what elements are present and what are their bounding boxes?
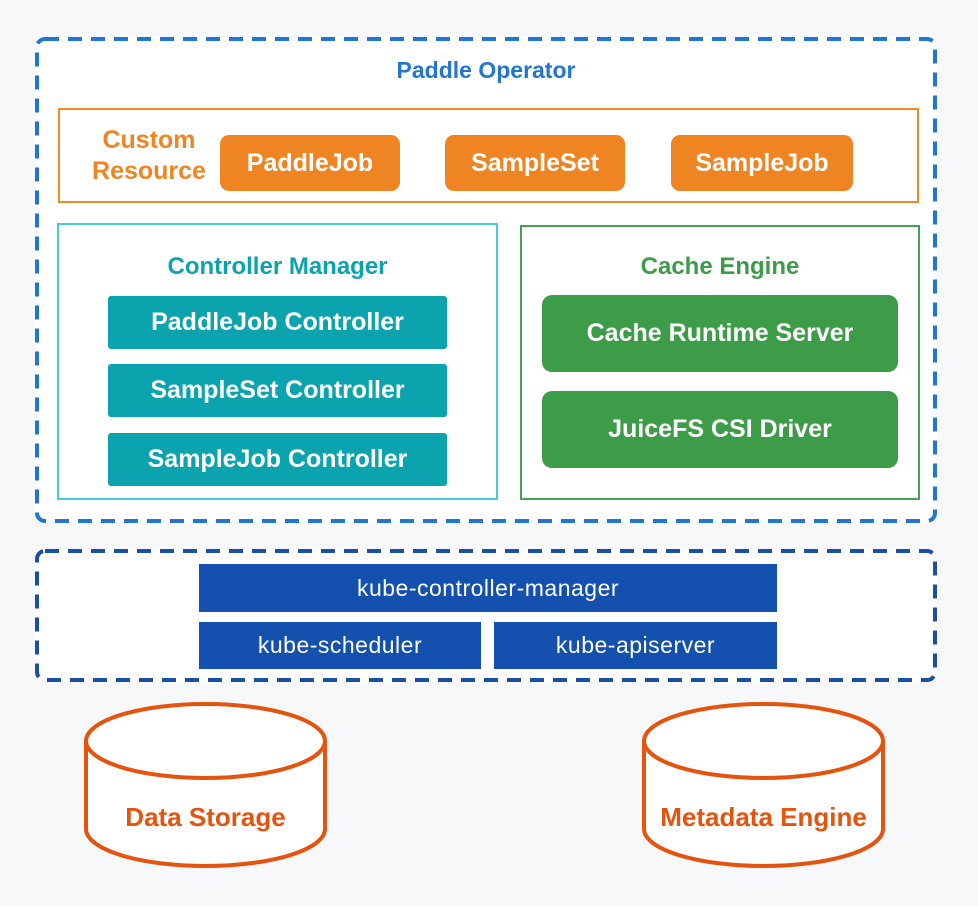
metadata-engine-label: Metadata Engine [660,802,867,832]
paddlejob-controller-node: PaddleJob Controller [108,296,447,349]
cache-runtime-server-node: Cache Runtime Server [542,295,898,372]
data-storage-cylinder: Data Storage [82,700,329,872]
sampleset-controller-node: SampleSet Controller [108,364,447,417]
samplejob-node: SampleJob [671,135,853,191]
custom-resource-label: Custom Resource [92,126,206,185]
cache-engine-title: Cache Engine [640,253,800,280]
cache-engine-box: Cache Engine Cache Runtime Server JuiceF… [520,225,920,500]
database-cylinder-icon [84,702,327,868]
paddle-operator-group: Paddle Operator Custom Resource PaddleJo… [35,37,937,523]
sampleset-node: SampleSet [445,135,625,191]
metadata-engine-cylinder: Metadata Engine [640,700,887,872]
custom-resource-box: Custom Resource PaddleJob SampleSet Samp… [58,108,919,203]
controller-manager-box: Controller Manager PaddleJob Controller … [57,223,498,500]
kubernetes-group: kube-controller-manager kube-scheduler k… [35,549,937,682]
samplejob-controller-node: SampleJob Controller [108,433,447,486]
controller-manager-title: Controller Manager [167,253,388,280]
kube-scheduler-node: kube-scheduler [199,622,481,669]
data-storage-label: Data Storage [125,802,286,832]
juicefs-csi-driver-node: JuiceFS CSI Driver [542,391,898,468]
paddle-operator-title: Paddle Operator [396,57,576,83]
kube-apiserver-node: kube-apiserver [494,622,777,669]
paddlejob-node: PaddleJob [220,135,400,191]
kube-controller-manager-node: kube-controller-manager [199,564,777,612]
database-cylinder-icon [642,702,885,868]
